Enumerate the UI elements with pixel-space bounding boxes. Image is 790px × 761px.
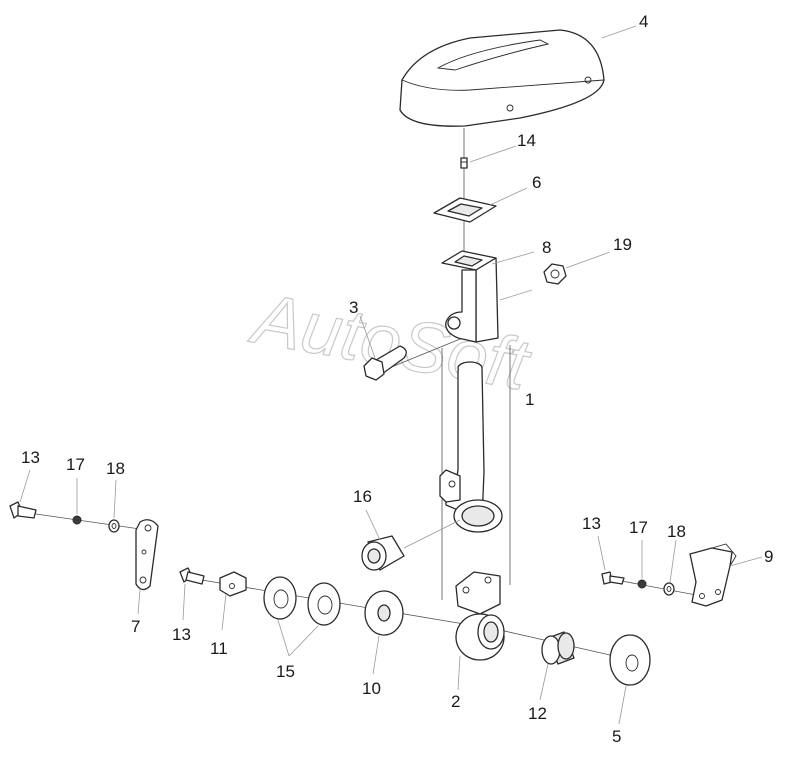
callout-17-right: 17	[629, 518, 648, 537]
callout-13-right: 13	[582, 514, 601, 533]
callout-9: 9	[764, 547, 773, 566]
callout-3: 3	[349, 298, 358, 317]
bushing-part-12	[541, 631, 575, 665]
link-plate-part-7	[135, 519, 159, 591]
callout-14: 14	[517, 131, 536, 150]
cover-part-4	[399, 29, 605, 127]
callout-15: 15	[276, 662, 295, 681]
callout-6: 6	[532, 173, 541, 192]
callout-10: 10	[362, 679, 381, 698]
washer-part-5	[609, 634, 651, 686]
callout-7: 7	[131, 617, 140, 636]
callout-13-middle: 13	[172, 625, 191, 644]
leader-lines	[19, 25, 763, 725]
bolt-part-13-right	[601, 571, 625, 585]
bushing-part-16	[361, 535, 405, 571]
callout-19: 19	[613, 235, 632, 254]
screw-part-14	[460, 157, 468, 169]
callout-11: 11	[210, 639, 228, 658]
callout-13-left: 13	[21, 448, 40, 467]
washer-part-10	[364, 590, 404, 636]
callout-4: 4	[639, 12, 648, 31]
gasket-part-6	[433, 197, 497, 223]
callout-8: 8	[542, 238, 551, 257]
callout-labels: 4 14 6 8 19 3 1 16 13 17 18 7 13 11 15 1…	[21, 12, 773, 746]
callout-16: 16	[353, 487, 372, 506]
bolt-part-13-middle	[179, 567, 205, 585]
washers-part-15	[263, 576, 341, 626]
callout-12: 12	[528, 704, 547, 723]
fork-part-2	[455, 571, 505, 661]
washer-part-18-left	[108, 519, 120, 533]
block-part-11	[219, 571, 247, 597]
bracket-part-9	[689, 543, 737, 607]
bracket-part-8	[441, 250, 499, 343]
lever-part-1	[439, 361, 503, 533]
callout-18-left: 18	[106, 459, 125, 478]
nut-part-19	[543, 263, 567, 285]
washer-part-18-right	[663, 582, 675, 596]
lockwasher-part-17-right	[637, 579, 647, 589]
callout-5: 5	[612, 727, 621, 746]
callout-2: 2	[451, 692, 460, 711]
bolt-part-13-left	[9, 501, 37, 519]
bolt-part-3	[363, 345, 407, 381]
callout-1: 1	[525, 390, 534, 409]
callout-18-right: 18	[667, 522, 686, 541]
lockwasher-part-17-left	[72, 515, 82, 525]
callout-17-left: 17	[66, 455, 85, 474]
